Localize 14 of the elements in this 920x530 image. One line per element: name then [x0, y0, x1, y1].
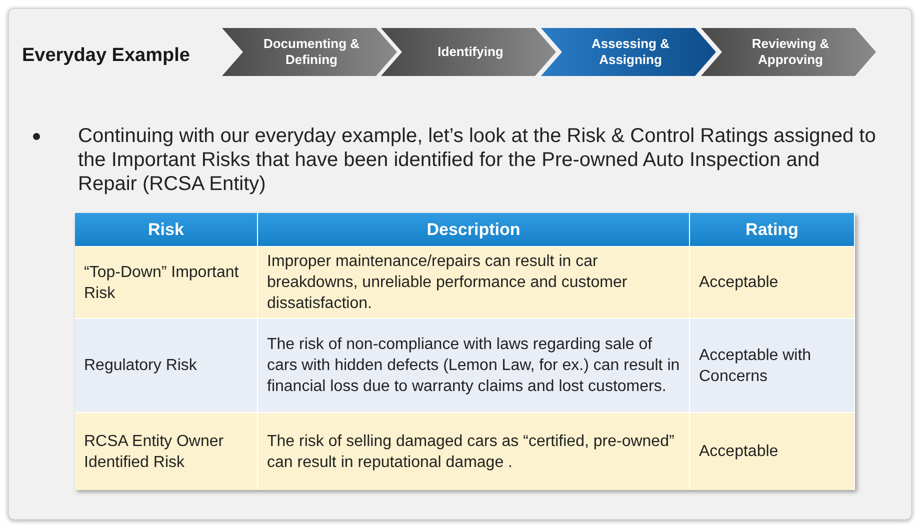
table-cell: “Top-Down” Important Risk	[75, 246, 258, 318]
slide-title: Everyday Example	[22, 44, 190, 68]
column-header: Rating	[690, 213, 855, 246]
table-cell: The risk of selling damaged cars as “certified, pre-owned” can result in reputational damage .	[258, 412, 690, 490]
table-cell: Acceptable with Concerns	[690, 318, 855, 412]
table-cell: Regulatory Risk	[75, 318, 258, 412]
table-cell: Acceptable	[690, 412, 855, 490]
table-cell: RCSA Entity Owner Identified Risk	[75, 412, 258, 490]
column-header: Risk	[75, 213, 258, 246]
bullet-text: Continuing with our everyday example, let’s look at the Risk & Control Ratings assigned to the Important Risks that have been identified for the Pre-owned Auto Inspection and Repair (RCSA Entity)	[78, 124, 877, 196]
table-cell: The risk of non-compliance with laws regarding sale of cars with hidden defects (Lemon Law, for ex.) can result in financial loss due to warranty claims and lost customers.	[258, 318, 690, 412]
table-cell: Acceptable	[690, 246, 855, 318]
column-header: Description	[258, 213, 690, 246]
table-cell: Improper maintenance/repairs can result in car breakdowns, unreliable performance and customer dissatisfaction.	[258, 246, 690, 318]
